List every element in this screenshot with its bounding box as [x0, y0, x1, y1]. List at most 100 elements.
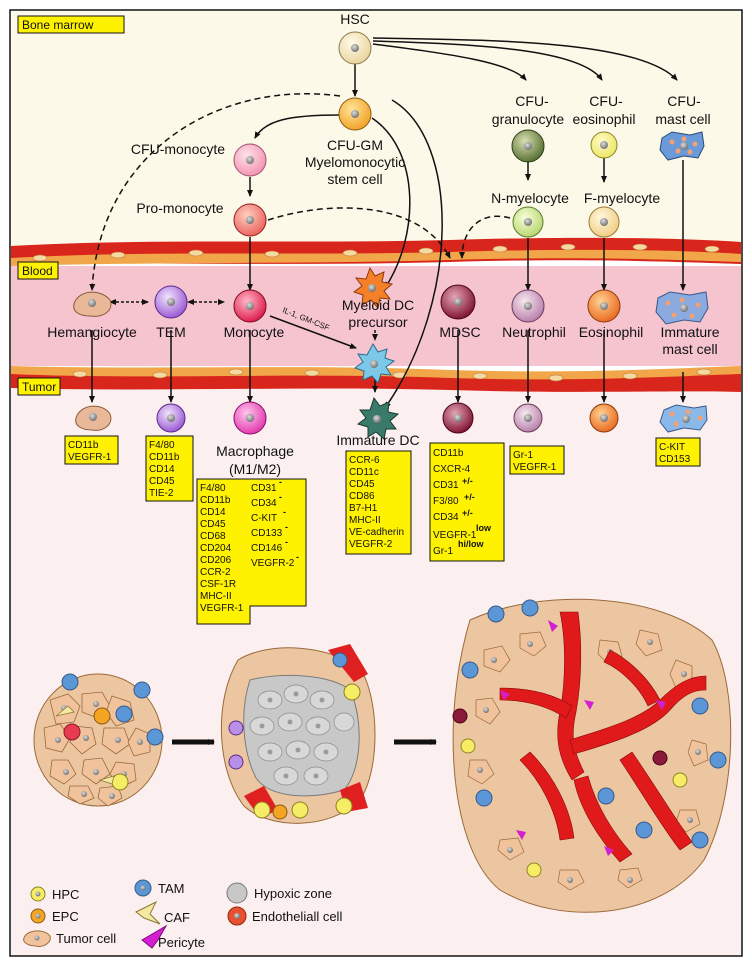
- marker-mac-r-sup-3: -: [285, 522, 288, 532]
- marker-tem-1: CD11b: [149, 452, 180, 463]
- marker-mac-l-3: CD45: [200, 519, 226, 530]
- marker-box-dc: CCR-6 CD11c CD45 CD86 B7-H1 MHC-II VE-ca…: [345, 450, 412, 555]
- cfu-granulocyte-label-1: CFU-: [515, 93, 549, 109]
- marker-mdsc-sup-4: +/-: [462, 508, 473, 518]
- marker-dc-6: VE-cadherin: [349, 527, 404, 538]
- marker-mast-0: C-KIT: [659, 442, 685, 453]
- dc-blood-cell: [353, 343, 396, 384]
- marker-mdsc-1: CXCR-4: [433, 464, 471, 475]
- tumor-stage-3: [452, 598, 732, 913]
- legend: HPC EPC Tumor cell TAM CAF Pericyte Hypo…: [23, 879, 342, 950]
- cfu-mast-label-2: mast cell: [655, 111, 710, 127]
- mdsc-tumor-cell: [442, 402, 474, 434]
- marker-hemangiocyte-1: VEGFR-1: [68, 452, 112, 463]
- marker-tem-0: F4/80: [149, 440, 175, 451]
- hemangiocyte-label: Hemangiocyte: [47, 324, 137, 340]
- macrophage-label-1: Macrophage: [216, 443, 294, 459]
- marker-mac-l-10: VEGFR-1: [200, 603, 244, 614]
- pro-monocyte-label: Pro-monocyte: [136, 200, 223, 216]
- marker-box-tem: F4/80 CD11b CD14 CD45 TIE-2: [145, 435, 194, 502]
- eosinophil-cell: [587, 289, 621, 323]
- marker-mac-l-5: CD204: [200, 543, 232, 554]
- legend-hpc-icon: [30, 886, 46, 902]
- immature-mast-label-1: Immature: [660, 324, 719, 340]
- cfu-gm-cell: [338, 97, 372, 131]
- legend-endothelial-icon: [227, 906, 247, 926]
- marker-mac-r-sup-2: -: [283, 507, 286, 517]
- marker-box-hemangiocyte: CD11b VEGFR-1: [64, 435, 119, 465]
- marker-dc-2: CD45: [349, 479, 375, 490]
- neutrophil-label: Neutrophil: [502, 324, 566, 340]
- label-bone-marrow: Bone marrow: [17, 15, 125, 34]
- legend-tam-label: TAM: [158, 881, 184, 896]
- pro-monocyte-cell: [233, 203, 267, 237]
- marker-mdsc-5: VEGFR-1: [433, 530, 477, 541]
- marker-mac-r-5: VEGFR-2: [251, 558, 295, 569]
- legend-pericyte-icon: [141, 924, 168, 949]
- marker-box-neutrophil: Gr-1 VEGFR-1: [509, 445, 565, 475]
- label-blood-text: Blood: [22, 264, 53, 278]
- immature-dc-cell: [356, 396, 400, 440]
- tumor-stage-2: [220, 644, 376, 824]
- marker-mac-r-2: C-KIT: [251, 513, 277, 524]
- marker-mdsc-sup-5: low: [476, 523, 492, 533]
- hsc-label: HSC: [340, 11, 370, 27]
- marker-mac-l-8: CSF-1R: [200, 579, 236, 590]
- marker-mdsc-6: Gr-1: [433, 546, 453, 557]
- label-blood: Blood: [17, 261, 59, 280]
- marker-mdsc-sup-2: +/-: [462, 476, 473, 486]
- macrophage-cell: [233, 401, 267, 435]
- n-myelocyte-cell: [512, 206, 544, 238]
- marker-mac-r-0: CD31: [251, 483, 277, 494]
- marker-mac-r-sup-4: -: [285, 537, 288, 547]
- eosinophil-label: Eosinophil: [579, 324, 644, 340]
- mast-tumor-cell: [659, 404, 708, 433]
- marker-neutrophil-1: VEGFR-1: [513, 462, 557, 473]
- marker-box-mdsc: CD11b CXCR-4 CD31 +/- F3/80 +/- CD34 +/-…: [429, 442, 505, 562]
- neutrophil-cell: [511, 289, 545, 323]
- marker-tem-2: CD14: [149, 464, 175, 475]
- marker-mac-l-9: MHC-II: [200, 591, 232, 602]
- figure-frame: [9, 9, 743, 957]
- marker-mac-l-0: F4/80: [200, 483, 226, 494]
- immature-mast-label-2: mast cell: [662, 341, 717, 357]
- cfu-monocyte-label: CFU-monocyte: [131, 141, 225, 157]
- marker-mac-r-sup-1: -: [279, 492, 282, 502]
- label-bone-marrow-text: Bone marrow: [22, 18, 94, 32]
- eosinophil-tumor-cell: [589, 403, 619, 433]
- legend-tam-icon: [134, 879, 152, 897]
- legend-tumor-cell-label: Tumor cell: [56, 931, 116, 946]
- marker-mast-1: CD153: [659, 454, 691, 465]
- immature-dc-label: Immature DC: [336, 432, 419, 448]
- legend-tumor-cell-icon: [23, 930, 51, 947]
- marker-mdsc-2: CD31: [433, 480, 459, 491]
- marker-box-mast: C-KIT CD153: [655, 437, 701, 467]
- mdsc-label: MDSC: [439, 324, 480, 340]
- myeloid-dc-precursor-cell: [352, 266, 394, 310]
- legend-pericyte-label: Pericyte: [158, 935, 205, 950]
- cfu-eosinophil-label-2: eosinophil: [572, 111, 635, 127]
- cfu-gm-label-1: CFU-GM: [327, 137, 383, 153]
- label-tumor: Tumor: [17, 377, 61, 396]
- marker-mac-l-7: CCR-2: [200, 567, 231, 578]
- marker-mdsc-sup-6: hi/low: [458, 539, 484, 549]
- legend-hpc-label: HPC: [52, 887, 79, 902]
- marker-mdsc-0: CD11b: [433, 448, 464, 459]
- marker-tem-3: CD45: [149, 476, 175, 487]
- marker-dc-5: MHC-II: [349, 515, 381, 526]
- legend-caf-icon: [135, 900, 161, 925]
- marker-mac-l-1: CD11b: [200, 495, 231, 506]
- legend-epc-label: EPC: [52, 909, 79, 924]
- marker-dc-0: CCR-6: [349, 455, 380, 466]
- cfu-mast-label-1: CFU-: [667, 93, 701, 109]
- tumor-stage-1: [33, 673, 164, 807]
- cfu-granulocyte-label-2: granulocyte: [492, 111, 565, 127]
- lineage-arrows: [89, 37, 686, 409]
- tem-tumor-cell: [156, 403, 186, 433]
- marker-dc-1: CD11c: [349, 467, 379, 478]
- cfu-eosinophil-cell: [590, 131, 618, 159]
- macrophage-label-2: (M1/M2): [229, 461, 281, 477]
- marker-mdsc-4: CD34: [433, 512, 459, 523]
